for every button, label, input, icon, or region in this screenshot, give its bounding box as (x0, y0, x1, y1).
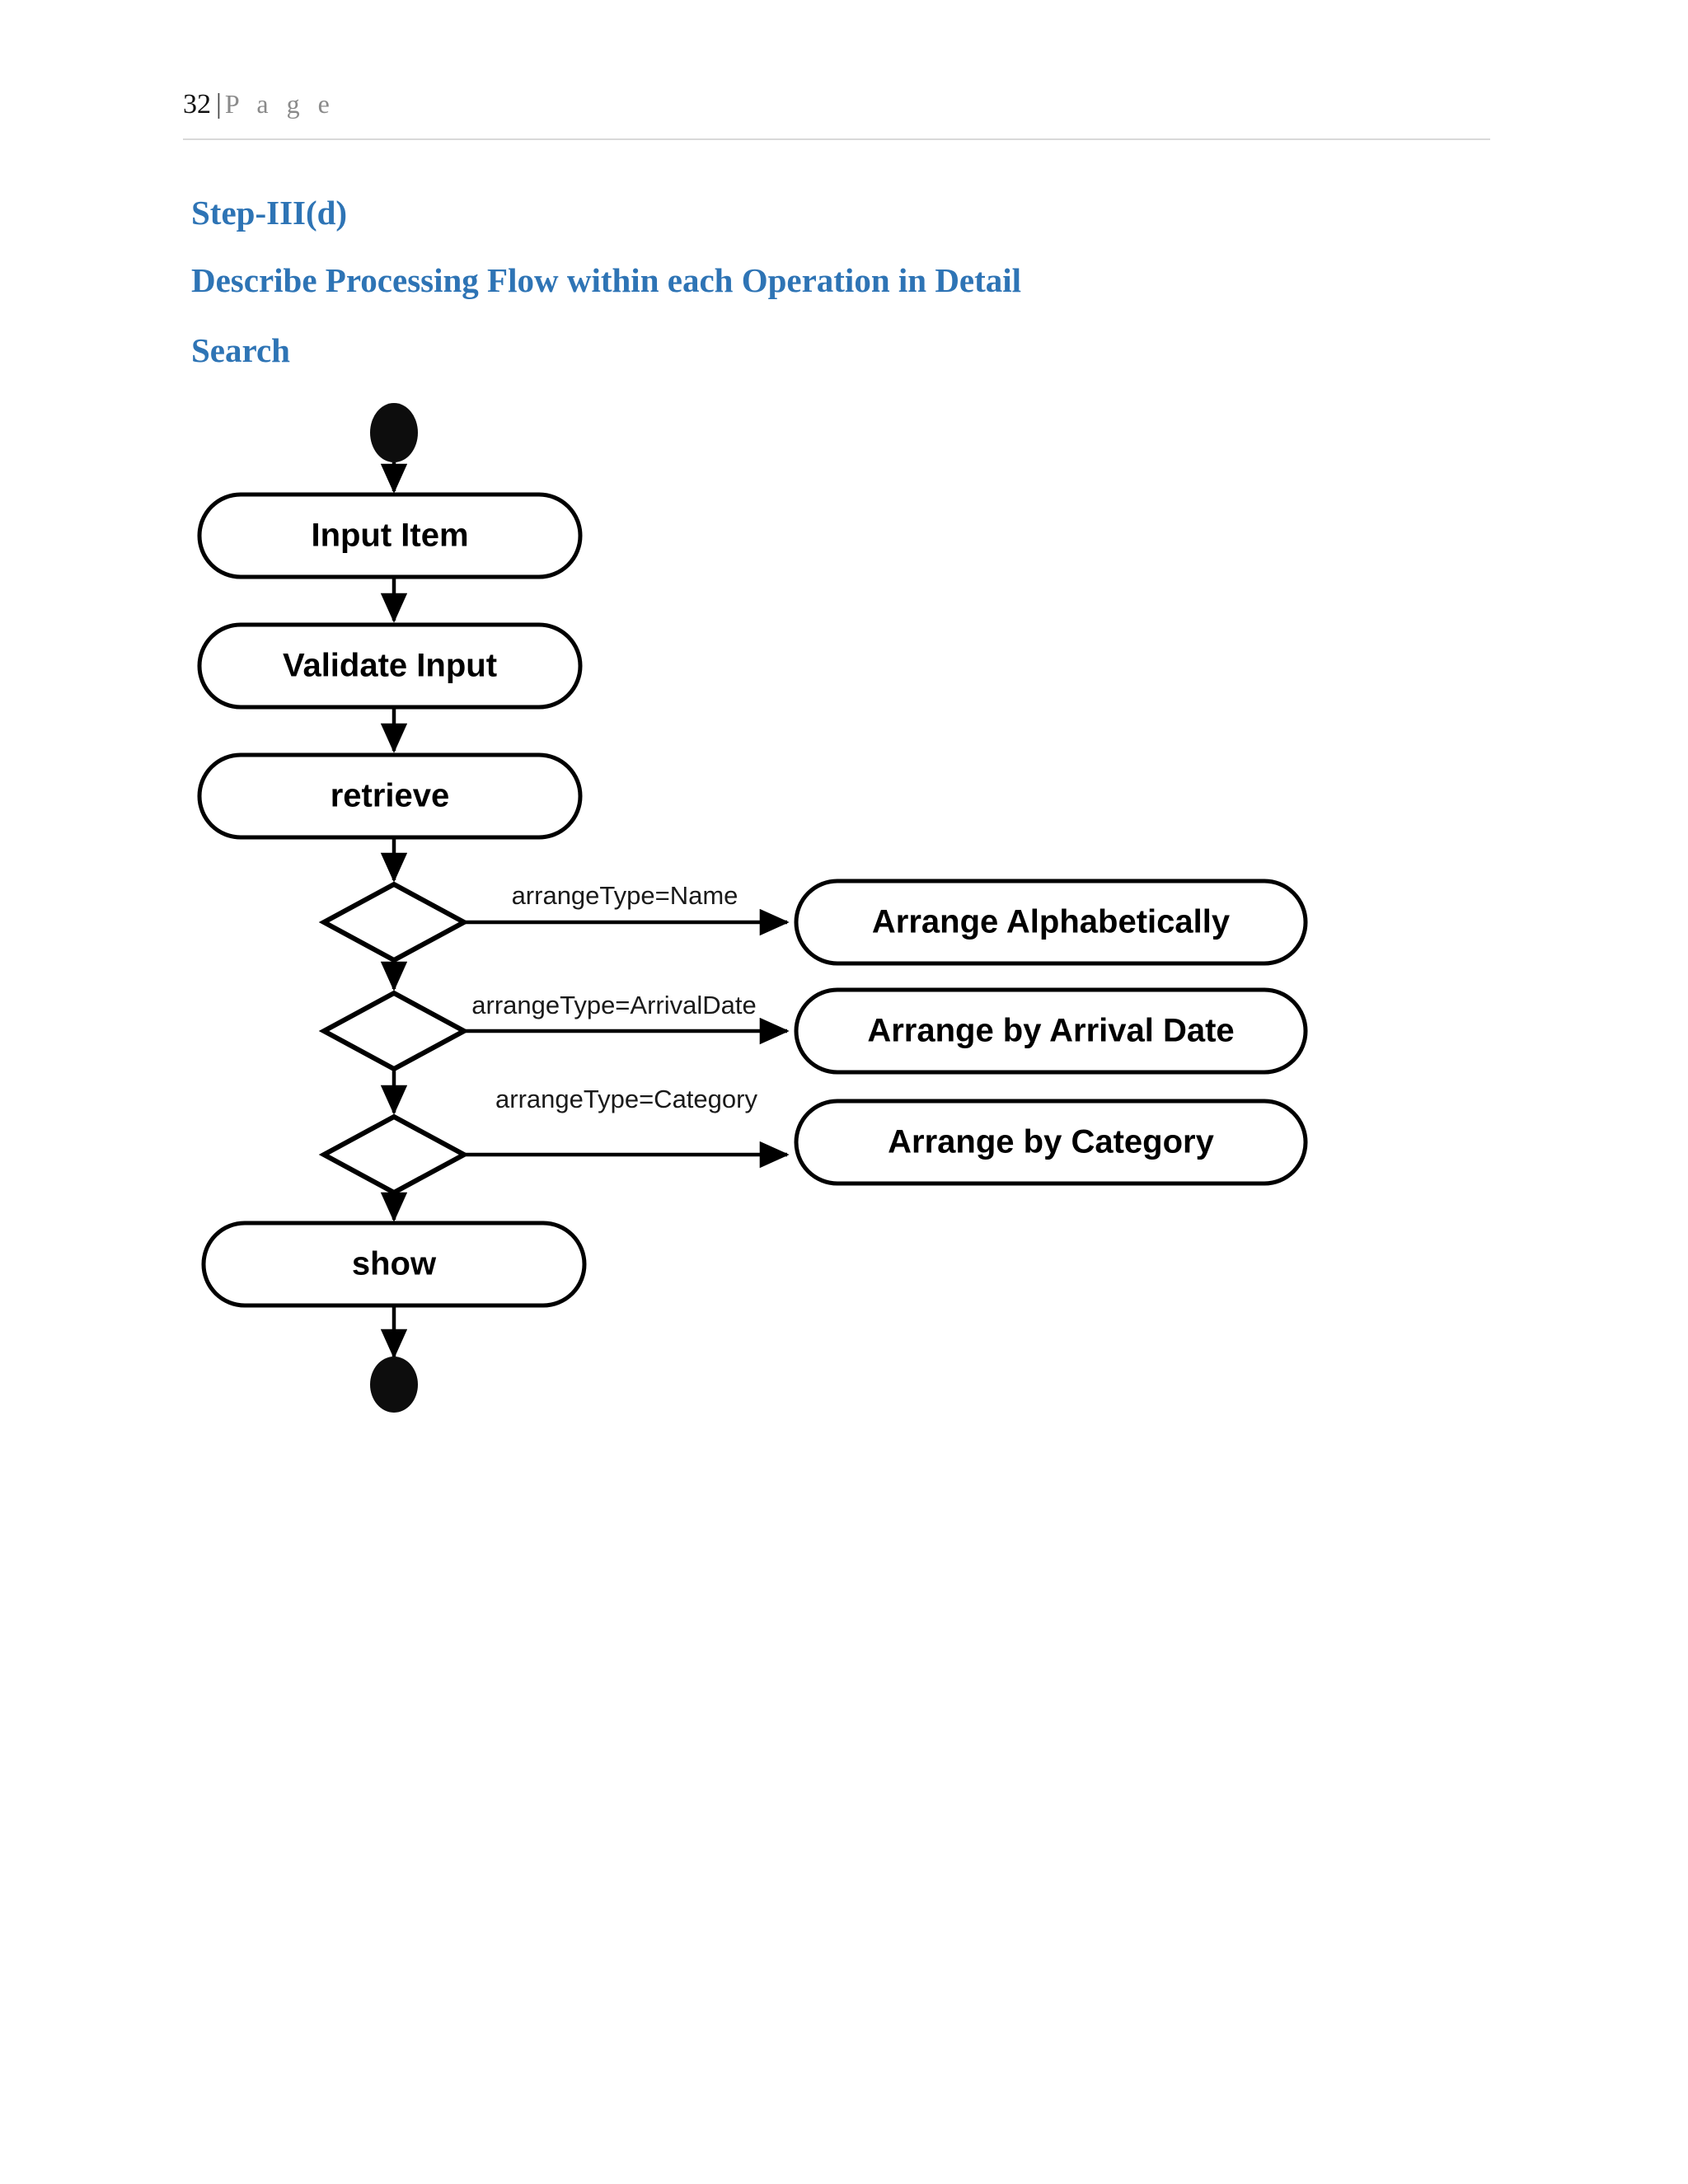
action-arrange-alphabetically (794, 879, 1308, 966)
action-arrange-by-category-label: Arrange by Category (888, 1124, 1214, 1160)
decision-category (318, 1113, 470, 1196)
page-word-label: P a g e (224, 89, 335, 119)
activity-diagram: Input Item Validate Input retrieve arran… (0, 387, 1442, 1483)
page-header: 32|P a g e (183, 89, 1490, 140)
decision-arrivaldate (318, 990, 470, 1072)
action-validate-input-label: Validate Input (283, 648, 497, 684)
action-retrieve (197, 752, 583, 840)
heading-description: Describe Processing Flow within each Ope… (191, 261, 1022, 299)
action-arrange-by-arrival-date (794, 987, 1308, 1075)
guard-label-arrivaldate: arrangeType=ArrivalDate (471, 991, 756, 1019)
action-arrange-by-arrival-date-label: Arrange by Arrival Date (867, 1013, 1234, 1049)
action-arrange-by-category (794, 1099, 1308, 1186)
activity-diagram-canvas: Input Item Validate Input retrieve arran… (197, 403, 1308, 1413)
action-show-label: show (352, 1246, 437, 1282)
action-input-item (197, 492, 583, 579)
action-input-item-label: Input Item (311, 518, 468, 554)
heading-step: Step-III(d) (191, 194, 348, 232)
guard-label-name: arrangeType=Name (512, 881, 738, 910)
heading-operation: Search (191, 331, 290, 369)
final-node (370, 1357, 418, 1413)
action-retrieve-label: retrieve (331, 778, 450, 814)
guard-label-category: arrangeType=Category (495, 1085, 757, 1113)
decision-name (318, 881, 470, 963)
page-separator: | (216, 89, 222, 120)
page-number: 32 (183, 89, 211, 120)
action-arrange-alphabetically-label: Arrange Alphabetically (872, 904, 1231, 940)
action-validate-input (197, 622, 583, 710)
initial-node (370, 403, 418, 462)
